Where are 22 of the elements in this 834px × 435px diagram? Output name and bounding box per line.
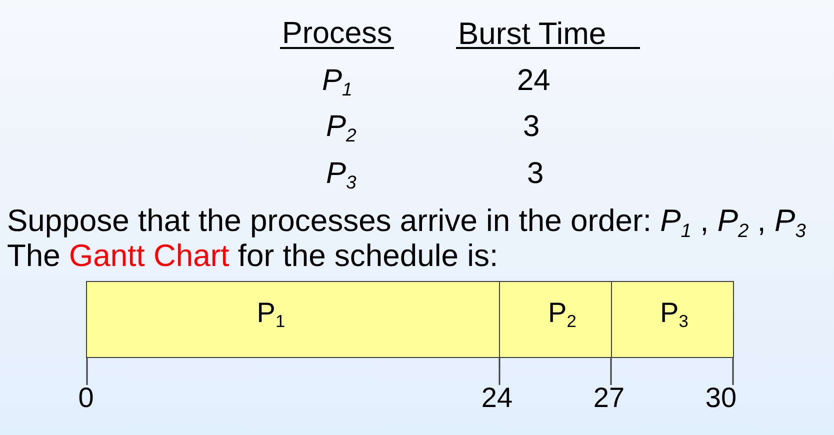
- column-header: Process: [282, 14, 392, 52]
- process-name: P$_{3}$: [326, 156, 356, 192]
- tick-label: 27: [593, 380, 625, 414]
- gantt-block: [86, 281, 500, 358]
- highlighted-term: Gantt Chart: [69, 238, 230, 274]
- process-name: P$_{2}$: [326, 108, 356, 145]
- burst-time-value: 3: [523, 108, 540, 145]
- sentence-text: for the schedule is:: [238, 238, 498, 274]
- column-header: Burst Time: [458, 14, 638, 52]
- tick-label: 0: [78, 380, 94, 414]
- tick-label: 24: [481, 380, 513, 414]
- process-name: P$_{1}$: [322, 62, 352, 99]
- gantt-block: [500, 281, 612, 358]
- burst-time-value: 24: [517, 62, 550, 99]
- burst-time-value: 3: [527, 156, 544, 192]
- process-label: P$_{3}$: [660, 296, 688, 330]
- sentence-text: The: [7, 238, 60, 274]
- tick-label: 30: [705, 380, 737, 414]
- sentence-text: Suppose that the processes arrive in the order: P$_{1}$ , P$_{2}$ , P$_{3}$: [7, 202, 806, 239]
- process-label: P$_{2}$: [548, 296, 576, 330]
- process-label: P$_{1}$: [256, 296, 286, 330]
- gantt-block: [612, 281, 734, 358]
